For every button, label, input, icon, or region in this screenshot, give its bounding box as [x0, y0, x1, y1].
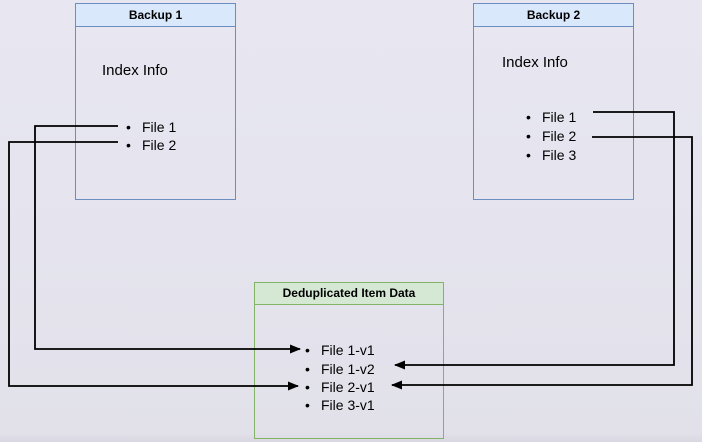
dedup-file3-v1-label: File 3-v1	[321, 397, 375, 414]
list-item: • File 2	[526, 126, 576, 145]
backup2-header: Backup 2	[474, 4, 633, 27]
bullet-icon: •	[305, 342, 310, 359]
list-item: • File 1-v1	[305, 341, 375, 359]
bullet-icon: •	[526, 146, 531, 163]
dedup-file2-v1-label: File 2-v1	[321, 378, 375, 395]
dedup-title: Deduplicated Item Data	[282, 286, 416, 300]
dedup-file-list: • File 1-v1 • File 1-v2 • File 2-v1 • Fi…	[305, 341, 375, 415]
backup1-index-info-label: Index Info	[102, 62, 168, 79]
bullet-icon: •	[126, 119, 131, 135]
backup1-file-list: • File 1 • File 2	[126, 118, 176, 154]
dedup-box: Deduplicated Item Data • File 1-v1 • Fil…	[254, 282, 444, 439]
backup1-file2-label: File 2	[142, 137, 177, 153]
list-item: • File 2-v1	[305, 378, 375, 396]
dedup-file1-v1-label: File 1-v1	[321, 342, 375, 359]
list-item: • File 3-v1	[305, 396, 375, 414]
backup1-header: Backup 1	[76, 4, 235, 27]
backup2-file2-label: File 2	[542, 127, 577, 144]
backup1-box: Backup 1 Index Info • File 1 • File 2	[75, 3, 236, 200]
backup2-file3-label: File 3	[542, 146, 577, 163]
bullet-icon: •	[305, 397, 310, 414]
backup1-file1-label: File 1	[142, 119, 177, 135]
backup2-file1-label: File 1	[542, 108, 577, 125]
bullet-icon: •	[526, 108, 531, 125]
list-item: • File 1-v2	[305, 359, 375, 377]
bullet-icon: •	[526, 127, 531, 144]
list-item: • File 2	[126, 136, 176, 154]
backup2-box: Backup 2 Index Info • File 1 • File 2 • …	[473, 3, 634, 200]
dedup-header: Deduplicated Item Data	[255, 283, 443, 305]
backup2-index-info-label: Index Info	[502, 54, 568, 71]
backup2-title: Backup 2	[526, 8, 581, 22]
list-item: • File 1	[526, 107, 576, 126]
backup1-title: Backup 1	[128, 8, 183, 22]
bullet-icon: •	[126, 137, 131, 153]
list-item: • File 3	[526, 145, 576, 164]
list-item: • File 1	[126, 118, 176, 136]
bullet-icon: •	[305, 378, 310, 395]
backup2-file-list: • File 1 • File 2 • File 3	[526, 107, 576, 164]
dedup-file1-v2-label: File 1-v2	[321, 360, 375, 377]
bullet-icon: •	[305, 360, 310, 377]
